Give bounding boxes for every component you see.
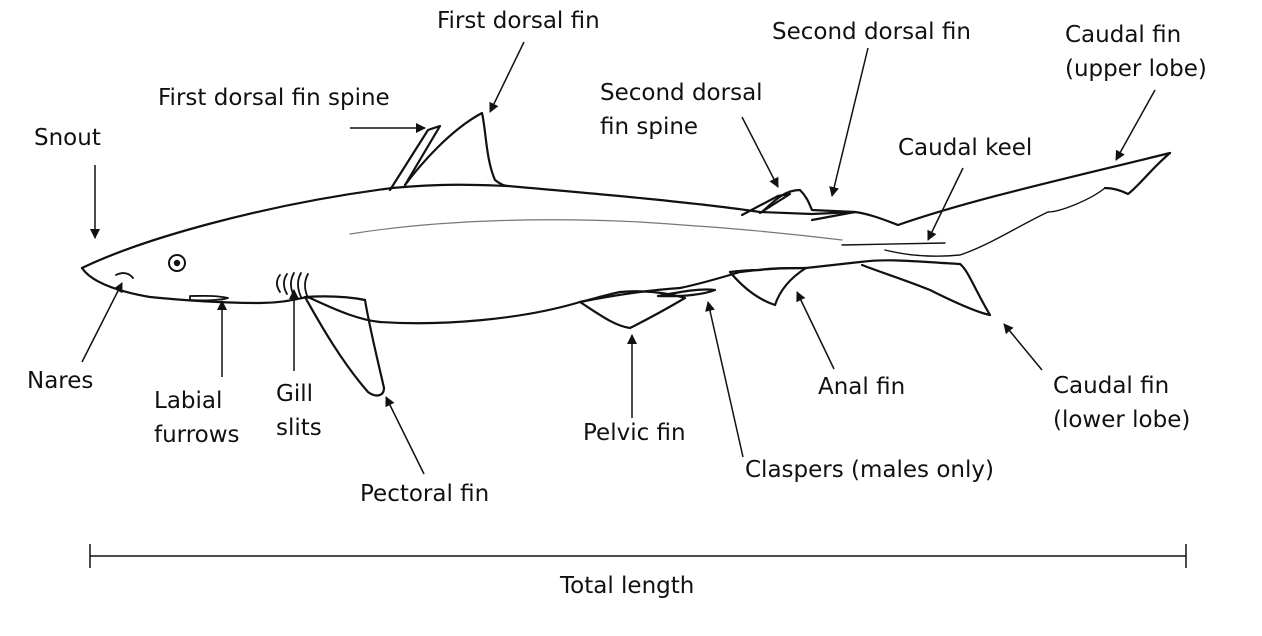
- caudal-upper-lobe-notch: [1103, 151, 1172, 196]
- eye: [168, 254, 186, 272]
- total-length-bar: [89, 544, 1187, 568]
- arrow-pectoral-fin: [385, 396, 425, 475]
- second-dorsal-fin: [760, 188, 857, 222]
- second-dorsal-spine: [740, 192, 792, 217]
- body-outline-ventral: [80, 259, 962, 325]
- arrow-caudal-upper: [1115, 89, 1156, 161]
- arrow-caudal-keel: [927, 167, 964, 241]
- pelvic-fin: [578, 290, 687, 330]
- arrow-anal-fin: [796, 291, 835, 370]
- lateral-line: [349, 219, 843, 241]
- caudal-keel: [841, 242, 946, 246]
- anal-fin: [728, 266, 808, 307]
- clasper: [656, 288, 717, 298]
- arrow-nares: [81, 282, 123, 363]
- label-caudal-fin-upper-lobe: Caudal fin (upper lobe): [1065, 22, 1207, 82]
- label-nares: Nares: [27, 368, 94, 394]
- label-pelvic-fin: Pelvic fin: [583, 420, 686, 446]
- label-anal-fin: Anal fin: [818, 374, 906, 400]
- body-outline-dorsal: [80, 151, 1172, 270]
- label-second-dorsal-fin: Second dorsal fin: [772, 19, 971, 45]
- label-caudal-fin-lower-lobe: Caudal fin (lower lobe): [1053, 373, 1191, 433]
- label-labial-furrows: Labial furrows: [154, 388, 240, 448]
- arrow-claspers: [705, 301, 744, 458]
- caudal-lower-lobe: [860, 262, 992, 317]
- label-second-dorsal-fin-spine: Second dorsal fin spine: [600, 80, 763, 140]
- arrow-caudal-lower: [1003, 323, 1043, 371]
- label-first-dorsal-fin-spine: First dorsal fin spine: [158, 85, 390, 111]
- label-total-length: Total length: [560, 573, 695, 599]
- label-first-dorsal-fin: First dorsal fin: [437, 8, 600, 34]
- pectoral-fin: [303, 295, 386, 397]
- arrow-second-dorsal-fin: [829, 47, 869, 197]
- label-caudal-keel: Caudal keel: [898, 135, 1033, 161]
- label-pectoral-fin: Pectoral fin: [360, 481, 490, 507]
- label-gill-slits: Gill slits: [276, 381, 322, 441]
- label-claspers: Claspers (males only): [745, 457, 994, 483]
- arrow-first-dorsal-fin: [489, 41, 525, 113]
- label-snout: Snout: [34, 125, 101, 151]
- arrow-second-dorsal-spine: [741, 116, 779, 188]
- mouth: [189, 294, 229, 302]
- first-dorsal-spine: [388, 124, 442, 192]
- nares: [115, 272, 134, 279]
- first-dorsal-fin: [403, 111, 510, 188]
